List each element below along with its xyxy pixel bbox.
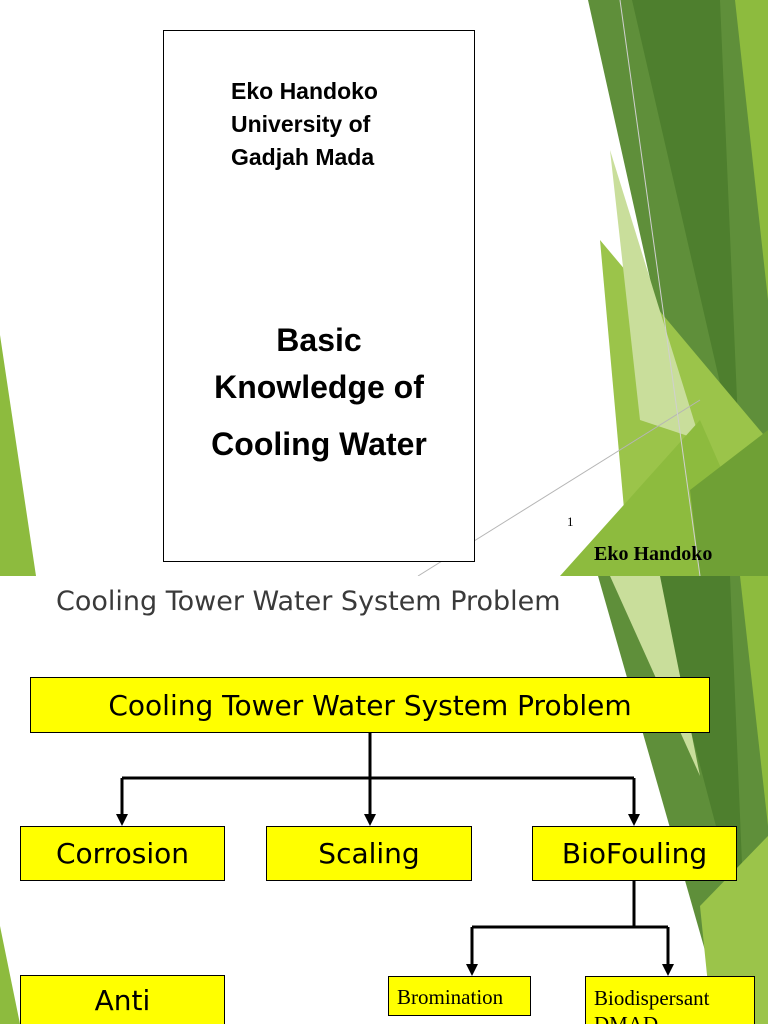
author-affiliation-line-2: Gadjah Mada xyxy=(231,144,375,170)
scaling-box: Scaling xyxy=(266,826,472,881)
main-title-line-1: Basic xyxy=(276,322,362,358)
author-block: Eko Handoko University of Gadjah Mada xyxy=(231,75,471,174)
author-affiliation-line-1: University of xyxy=(231,111,371,137)
biodispersant-box: Biodispersant DMAD xyxy=(585,976,755,1024)
arrow-head xyxy=(628,814,640,826)
bromination-box: Bromination xyxy=(388,976,531,1016)
biofouling-box: BioFouling xyxy=(532,826,737,881)
diagram-root-box: Cooling Tower Water System Problem xyxy=(30,677,710,733)
author-name: Eko Handoko xyxy=(231,78,378,104)
anti-box: Anti xyxy=(20,975,225,1024)
slide-2: Cooling Tower Water System Problem Cooli… xyxy=(0,576,768,1024)
right-green-band xyxy=(735,0,768,300)
main-title: Basic Knowledge of Cooling Water xyxy=(164,317,474,468)
main-title-line-3: Cooling Water xyxy=(211,426,427,462)
right-green-band xyxy=(740,576,768,826)
arrow-head xyxy=(116,814,128,826)
right-green-band xyxy=(610,150,700,440)
title-box: Eko Handoko University of Gadjah Mada Ba… xyxy=(163,30,475,562)
green-decoration xyxy=(0,0,768,576)
page-number: 1 xyxy=(567,514,574,529)
arrow-head xyxy=(466,964,478,976)
left-green-shape xyxy=(0,926,20,1024)
slide-title: Cooling Tower Water System Problem xyxy=(56,586,561,617)
tree-connectors xyxy=(116,733,674,976)
main-title-line-2: Knowledge of xyxy=(214,369,424,405)
arrow-head xyxy=(662,964,674,976)
thin-line xyxy=(619,0,701,576)
left-green-shape xyxy=(0,335,36,576)
right-green-band xyxy=(632,0,740,470)
corrosion-box: Corrosion xyxy=(20,826,225,881)
arrow-head xyxy=(364,814,376,826)
biodispersant-label: Biodispersant xyxy=(594,986,710,1010)
dmad-label: DMAD xyxy=(594,1012,659,1024)
footer-author: Eko Handoko xyxy=(594,543,713,565)
slide-1: Eko Handoko University of Gadjah Mada Ba… xyxy=(0,0,768,576)
right-green-band xyxy=(690,430,768,576)
